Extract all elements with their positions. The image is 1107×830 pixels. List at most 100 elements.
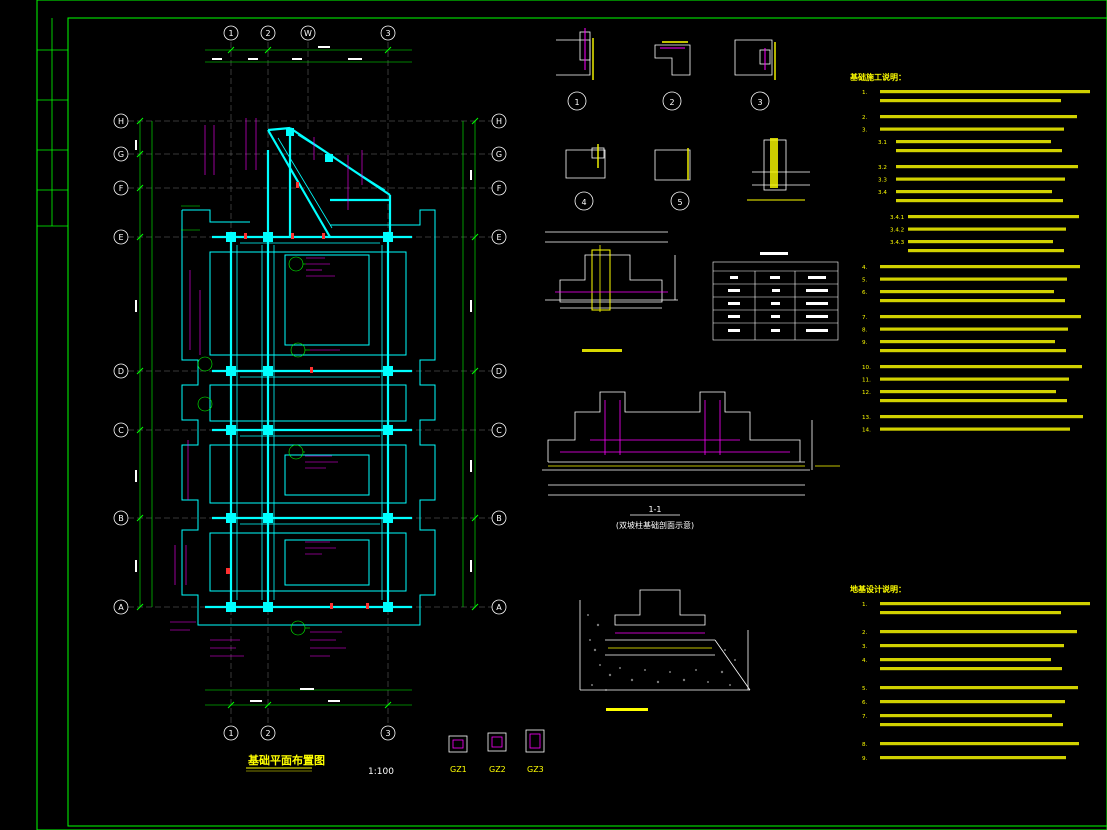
note-text-line bbox=[880, 315, 1081, 319]
note-text-line bbox=[880, 700, 1065, 704]
note-number: 2. bbox=[862, 115, 868, 121]
note-text-line bbox=[880, 277, 1067, 281]
node-label-3: 3 bbox=[757, 98, 762, 107]
axis-label-left-A: A bbox=[118, 603, 124, 612]
note-text-line bbox=[880, 415, 1083, 419]
red-markers bbox=[226, 182, 369, 609]
axis-bubbles-bottom bbox=[223, 725, 396, 741]
note-number: 7. bbox=[862, 714, 868, 720]
note-text-line bbox=[880, 349, 1066, 353]
axis-bubbles-left bbox=[113, 113, 129, 615]
axis-label-right-E: E bbox=[496, 233, 501, 242]
note-text-line bbox=[908, 240, 1053, 244]
note-number: 1. bbox=[862, 90, 868, 96]
note-text-line bbox=[880, 99, 1061, 103]
note-text-line bbox=[896, 149, 1062, 153]
node-label-5: 5 bbox=[677, 198, 682, 207]
axis-label-left-E: E bbox=[118, 233, 123, 242]
note-text-line bbox=[908, 215, 1079, 219]
notes-lines-1: 1.2.3.3.13.23.33.43.4.13.4.23.4.34.5.6.7… bbox=[862, 90, 1090, 434]
node-label-2: 2 bbox=[669, 98, 674, 107]
note-number: 3.4.2 bbox=[890, 228, 904, 234]
note-text-line bbox=[880, 377, 1069, 381]
note-text-line bbox=[880, 127, 1064, 131]
notes-heading-2: 地基设计说明： bbox=[850, 584, 906, 594]
dimension-lines bbox=[136, 46, 479, 709]
foundation-plan: 1 2 W 3 1 2 3 H G F E D C B A H G F E D bbox=[113, 25, 507, 777]
note-number: 3.4.1 bbox=[890, 215, 905, 221]
note-text-line bbox=[880, 365, 1082, 369]
node-label-4: 4 bbox=[581, 198, 586, 207]
note-number: 11. bbox=[862, 378, 871, 384]
axis-bubble bbox=[300, 25, 316, 41]
axis-label-top-4: 3 bbox=[385, 29, 390, 38]
axis-label-top-2: 2 bbox=[265, 29, 270, 38]
axis-label-top-3: W bbox=[304, 29, 312, 38]
axis-label-right-F: F bbox=[497, 184, 502, 193]
note-text-line bbox=[880, 686, 1078, 690]
note-text-line bbox=[880, 602, 1090, 606]
axis-bubble bbox=[380, 25, 396, 41]
note-number: 3. bbox=[862, 128, 868, 134]
axis-label-right-D: D bbox=[496, 367, 502, 376]
note-text-line bbox=[880, 115, 1077, 119]
footing-detail bbox=[545, 231, 678, 352]
plan-title: 基础平面布置图 bbox=[247, 753, 325, 767]
soil-detail bbox=[579, 589, 751, 711]
green-leaders bbox=[181, 205, 310, 636]
outer-frame bbox=[36, 0, 1107, 830]
axis-bubble bbox=[260, 25, 276, 41]
note-text-line bbox=[880, 299, 1065, 303]
note-text-line bbox=[880, 90, 1090, 94]
note-number: 10. bbox=[862, 365, 871, 371]
column-rebar bbox=[452, 733, 541, 749]
note-text-line bbox=[880, 742, 1079, 746]
detail-nodes: 1 2 3 4 5 bbox=[556, 28, 810, 211]
note-number: 6. bbox=[862, 700, 868, 706]
section-1-1: 1-1 (双坡柱基础剖面示意) bbox=[542, 391, 840, 530]
note-text-line bbox=[908, 227, 1066, 231]
notes-lines-2: 1.2.3.4.5.6.7.8.9. bbox=[862, 602, 1090, 762]
note-text-line bbox=[880, 327, 1068, 331]
title-block-strip bbox=[37, 18, 68, 227]
axis-label-left-C: C bbox=[118, 426, 124, 435]
inner-frame bbox=[67, 17, 1107, 827]
wall-inner bbox=[236, 134, 386, 600]
note-number: 8. bbox=[862, 328, 868, 334]
notes-heading-1: 基础施工说明： bbox=[849, 72, 906, 82]
note-number: 12. bbox=[862, 390, 871, 396]
note-text-line bbox=[880, 658, 1051, 662]
axis-label-left-F: F bbox=[119, 184, 124, 193]
note-number: 3.2 bbox=[878, 165, 887, 171]
rebar-table-cells bbox=[728, 252, 828, 332]
axis-label-bottom-2: 2 bbox=[265, 729, 270, 738]
note-text-line bbox=[880, 399, 1067, 403]
note-text-line bbox=[908, 249, 1064, 253]
note-text-line bbox=[880, 667, 1062, 671]
note-number: 2. bbox=[862, 630, 868, 636]
note-number: 13. bbox=[862, 415, 871, 421]
note-number: 5. bbox=[862, 278, 868, 284]
note-number: 3. bbox=[862, 644, 868, 650]
note-text-line bbox=[896, 140, 1051, 144]
axis-label-top-1: 1 bbox=[228, 29, 233, 38]
note-text-line bbox=[880, 723, 1063, 727]
note-text-line bbox=[880, 630, 1077, 634]
note-text-line bbox=[880, 340, 1055, 344]
axis-label-left-H: H bbox=[118, 117, 124, 126]
note-text-line bbox=[880, 427, 1070, 431]
axis-bubbles-right bbox=[491, 113, 507, 615]
note-number: 4. bbox=[862, 265, 868, 271]
node-label-1: 1 bbox=[574, 98, 579, 107]
section-subtitle: (双坡柱基础剖面示意) bbox=[616, 520, 694, 530]
note-number: 6. bbox=[862, 290, 868, 296]
column-label-gz3: GZ3 bbox=[527, 765, 544, 774]
column-label-gz1: GZ1 bbox=[450, 765, 467, 774]
note-text-line bbox=[880, 714, 1052, 718]
column-sections bbox=[448, 729, 545, 753]
rebar-table bbox=[712, 261, 839, 341]
note-text-line bbox=[880, 611, 1061, 615]
footing-outline bbox=[181, 209, 436, 626]
axis-label-right-A: A bbox=[496, 603, 502, 612]
